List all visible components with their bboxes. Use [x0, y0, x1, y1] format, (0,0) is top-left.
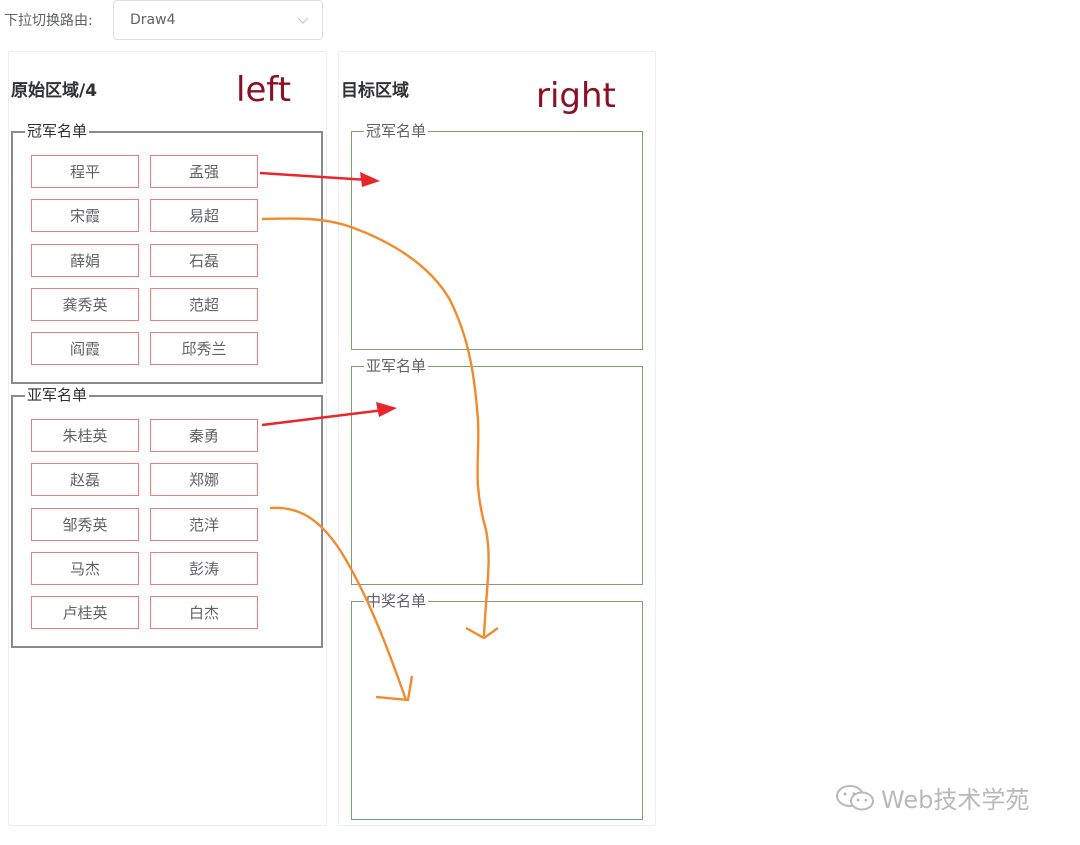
route-select-value: Draw4 — [130, 12, 176, 28]
target-group-champion[interactable]: 冠军名单 — [351, 124, 643, 350]
target-group-winner[interactable]: 中奖名单 — [351, 594, 643, 820]
watermark-text: Web技术学苑 — [881, 786, 1030, 814]
name-item[interactable]: 马杰 — [31, 552, 139, 585]
name-item[interactable]: 宋霞 — [31, 199, 139, 232]
name-item[interactable]: 范超 — [150, 288, 258, 321]
name-item[interactable]: 彭涛 — [150, 552, 258, 585]
source-group-champion-legend: 冠军名单 — [27, 122, 88, 140]
route-switcher: 下拉切换路由: — [4, 0, 99, 40]
route-select[interactable]: Draw4 — [113, 0, 323, 40]
route-label: 下拉切换路由: — [4, 13, 93, 29]
name-item[interactable]: 石磊 — [150, 244, 258, 277]
name-item[interactable]: 朱桂英 — [31, 419, 139, 452]
name-item[interactable]: 邹秀英 — [31, 508, 139, 541]
target-group-runnerup-legend: 亚军名单 — [366, 357, 427, 375]
name-item[interactable]: 易超 — [150, 199, 258, 232]
name-item[interactable]: 程平 — [31, 155, 139, 188]
target-panel-title: 目标区域 — [341, 81, 409, 101]
target-group-runnerup[interactable]: 亚军名单 — [351, 359, 643, 585]
name-item[interactable]: 薛娟 — [31, 244, 139, 277]
name-item[interactable]: 秦勇 — [150, 419, 258, 452]
name-item[interactable]: 卢桂英 — [31, 596, 139, 629]
right-annotation: right — [536, 76, 616, 116]
name-item[interactable]: 赵磊 — [31, 463, 139, 496]
target-group-champion-legend: 冠军名单 — [366, 122, 427, 140]
name-item[interactable]: 孟强 — [150, 155, 258, 188]
name-item[interactable]: 白杰 — [150, 596, 258, 629]
target-group-winner-legend: 中奖名单 — [366, 592, 427, 610]
name-item[interactable]: 郑娜 — [150, 463, 258, 496]
wechat-icon — [836, 784, 874, 810]
source-group-runnerup-legend: 亚军名单 — [27, 386, 88, 404]
name-item[interactable]: 龚秀英 — [31, 288, 139, 321]
source-panel-title: 原始区域/4 — [11, 81, 98, 101]
left-annotation: left — [236, 70, 292, 110]
name-item[interactable]: 邱秀兰 — [150, 332, 258, 365]
name-item[interactable]: 阎霞 — [31, 332, 139, 365]
name-item[interactable]: 范洋 — [150, 508, 258, 541]
chevron-down-icon — [297, 17, 309, 24]
watermark: Web技术学苑 — [835, 780, 1029, 815]
